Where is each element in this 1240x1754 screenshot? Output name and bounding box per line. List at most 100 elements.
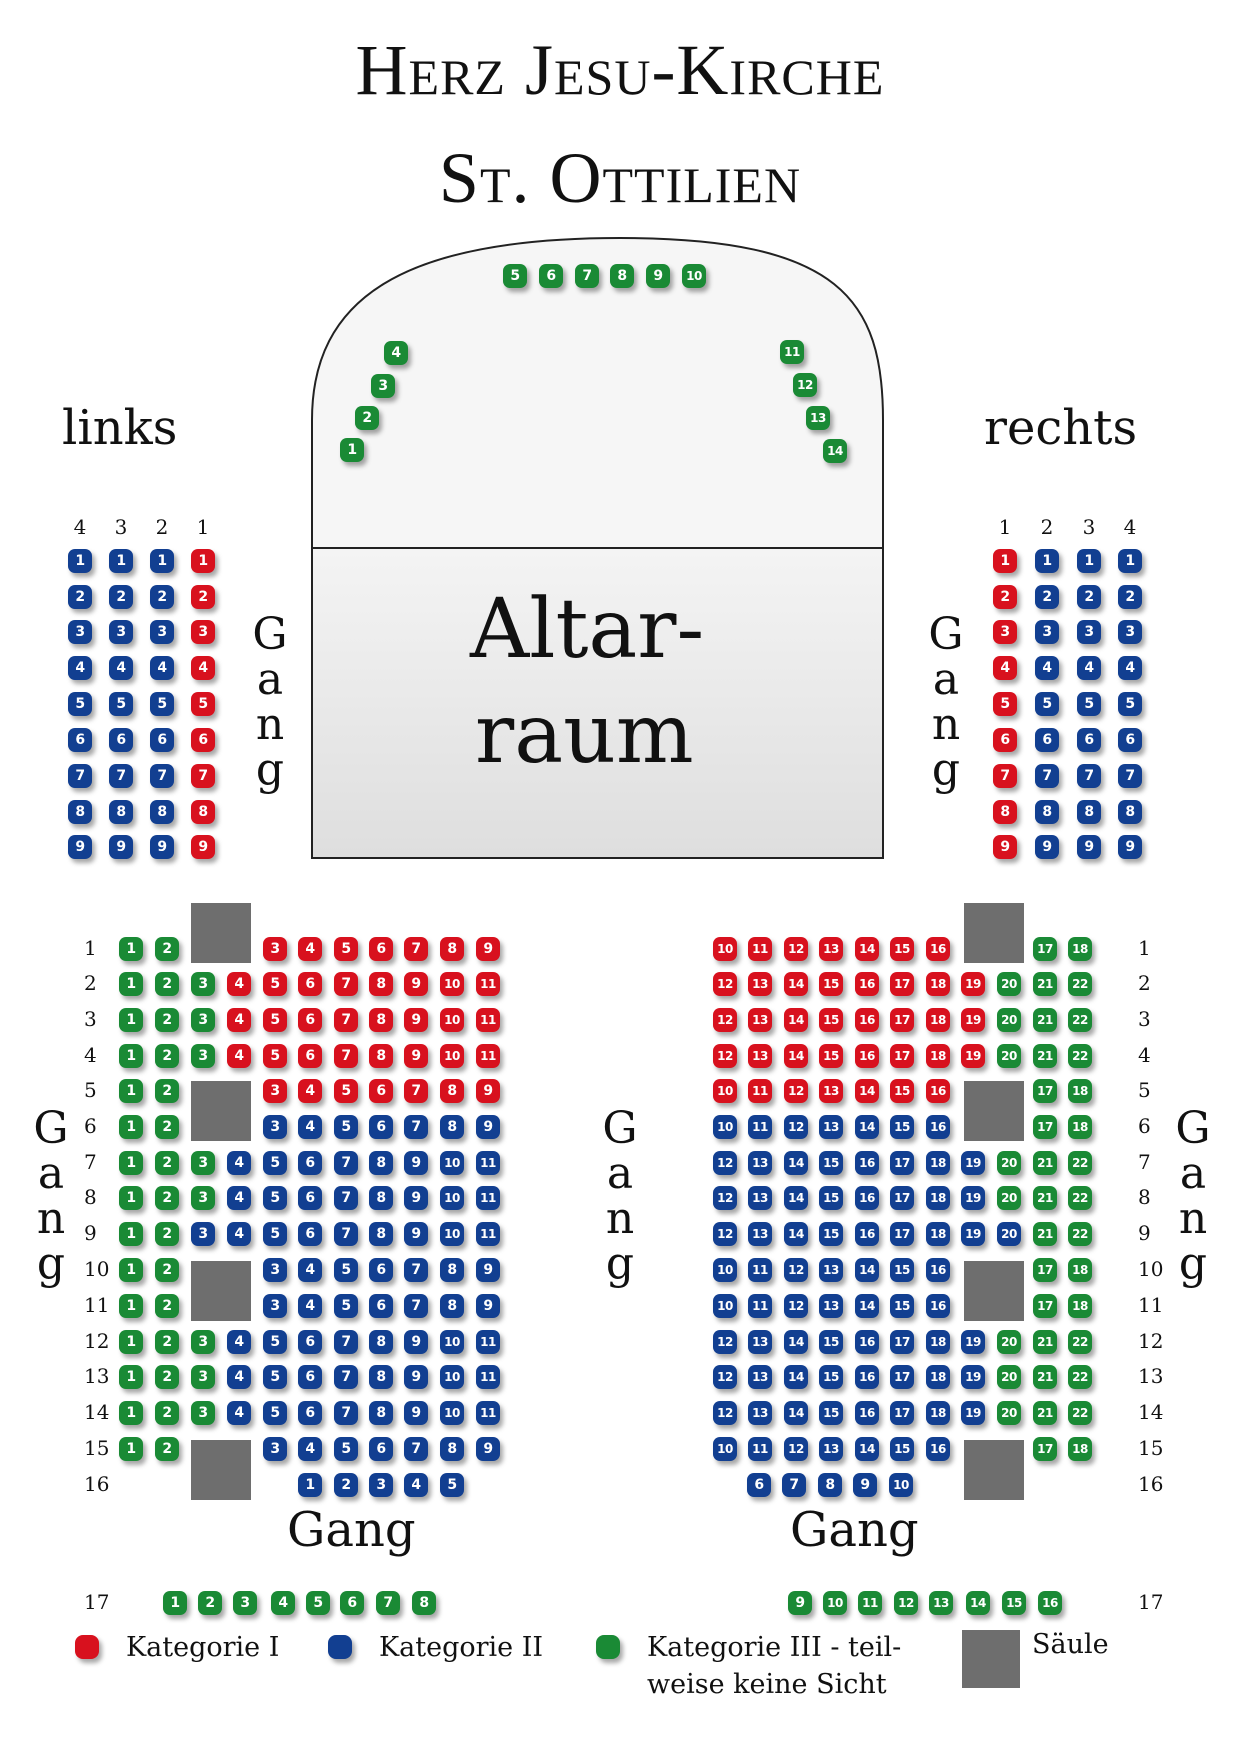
nave-seat-right[interactable]: 14 — [784, 1008, 808, 1032]
nave-seat-right[interactable]: 11 — [748, 1079, 772, 1103]
nave-seat-left[interactable]: 2 — [155, 1222, 179, 1246]
nave-seat-left[interactable]: 2 — [155, 1330, 179, 1354]
side-seat-rechts[interactable]: 5 — [1118, 692, 1142, 716]
nave-seat-left[interactable]: 3 — [191, 1401, 215, 1425]
nave-seat-left[interactable]: 9 — [404, 1222, 428, 1246]
nave-seat-right[interactable]: 13 — [748, 1008, 772, 1032]
side-seat-rechts[interactable]: 5 — [1077, 692, 1101, 716]
apse-seat[interactable]: 4 — [384, 341, 408, 365]
nave-seat-left[interactable]: 1 — [119, 1294, 143, 1318]
nave-seat-left[interactable]: 8 — [412, 1591, 436, 1615]
nave-seat-left[interactable]: 7 — [404, 1115, 428, 1139]
apse-seat[interactable]: 8 — [610, 264, 634, 288]
side-seat-links[interactable]: 2 — [191, 585, 215, 609]
nave-seat-right[interactable]: 13 — [748, 1401, 772, 1425]
nave-seat-left[interactable]: 9 — [476, 1115, 500, 1139]
side-seat-links[interactable]: 9 — [150, 835, 174, 859]
nave-seat-right[interactable]: 13 — [748, 1222, 772, 1246]
side-seat-links[interactable]: 7 — [150, 764, 174, 788]
nave-seat-left[interactable]: 6 — [298, 1222, 322, 1246]
side-seat-rechts[interactable]: 4 — [993, 656, 1017, 680]
nave-seat-right[interactable]: 14 — [784, 1365, 808, 1389]
nave-seat-left[interactable]: 7 — [404, 1294, 428, 1318]
nave-seat-left[interactable]: 1 — [119, 1115, 143, 1139]
side-seat-links[interactable]: 3 — [191, 620, 215, 644]
nave-seat-left[interactable]: 10 — [440, 1186, 464, 1210]
nave-seat-right[interactable]: 14 — [784, 1401, 808, 1425]
nave-seat-right[interactable]: 14 — [966, 1591, 990, 1615]
side-seat-rechts[interactable]: 3 — [1035, 620, 1059, 644]
nave-seat-left[interactable]: 4 — [404, 1473, 428, 1497]
nave-seat-left[interactable]: 2 — [155, 1365, 179, 1389]
nave-seat-right[interactable]: 18 — [926, 1008, 950, 1032]
nave-seat-left[interactable]: 4 — [227, 972, 251, 996]
nave-seat-right[interactable]: 14 — [855, 1115, 879, 1139]
nave-seat-right[interactable]: 17 — [890, 1008, 914, 1032]
nave-seat-right[interactable]: 10 — [713, 1258, 737, 1282]
nave-seat-left[interactable]: 6 — [369, 1115, 393, 1139]
nave-seat-left[interactable]: 3 — [263, 1079, 287, 1103]
nave-seat-left[interactable]: 2 — [155, 1151, 179, 1175]
nave-seat-left[interactable]: 8 — [440, 1115, 464, 1139]
nave-seat-left[interactable]: 1 — [119, 937, 143, 961]
side-seat-rechts[interactable]: 8 — [993, 800, 1017, 824]
nave-seat-left[interactable]: 8 — [369, 1222, 393, 1246]
nave-seat-left[interactable]: 6 — [298, 1008, 322, 1032]
side-seat-links[interactable]: 9 — [68, 835, 92, 859]
side-seat-rechts[interactable]: 6 — [1118, 728, 1142, 752]
nave-seat-right[interactable]: 18 — [1068, 1115, 1092, 1139]
nave-seat-right[interactable]: 14 — [855, 1258, 879, 1282]
nave-seat-right[interactable]: 19 — [961, 1365, 985, 1389]
apse-seat[interactable]: 5 — [503, 264, 527, 288]
nave-seat-left[interactable]: 1 — [119, 1008, 143, 1032]
nave-seat-right[interactable]: 21 — [1033, 972, 1057, 996]
nave-seat-left[interactable]: 5 — [263, 1151, 287, 1175]
side-seat-links[interactable]: 3 — [68, 620, 92, 644]
nave-seat-left[interactable]: 7 — [404, 937, 428, 961]
nave-seat-right[interactable]: 16 — [855, 1330, 879, 1354]
nave-seat-left[interactable]: 2 — [155, 1437, 179, 1461]
nave-seat-right[interactable]: 17 — [1033, 1437, 1057, 1461]
nave-seat-left[interactable]: 2 — [155, 937, 179, 961]
side-seat-rechts[interactable]: 2 — [993, 585, 1017, 609]
nave-seat-left[interactable]: 9 — [476, 1294, 500, 1318]
nave-seat-left[interactable]: 4 — [298, 1294, 322, 1318]
nave-seat-left[interactable]: 5 — [263, 1330, 287, 1354]
nave-seat-left[interactable]: 7 — [334, 1044, 358, 1068]
apse-seat[interactable]: 10 — [682, 264, 706, 288]
nave-seat-left[interactable]: 8 — [369, 1365, 393, 1389]
side-seat-rechts[interactable]: 3 — [1077, 620, 1101, 644]
nave-seat-left[interactable]: 6 — [298, 1365, 322, 1389]
nave-seat-right[interactable]: 13 — [748, 1330, 772, 1354]
nave-seat-left[interactable]: 8 — [440, 1079, 464, 1103]
nave-seat-left[interactable]: 3 — [263, 937, 287, 961]
nave-seat-right[interactable]: 15 — [819, 1044, 843, 1068]
nave-seat-left[interactable]: 5 — [263, 1222, 287, 1246]
nave-seat-left[interactable]: 7 — [334, 1151, 358, 1175]
side-seat-links[interactable]: 4 — [191, 656, 215, 680]
nave-seat-right[interactable]: 12 — [713, 1222, 737, 1246]
side-seat-links[interactable]: 4 — [109, 656, 133, 680]
nave-seat-left[interactable]: 6 — [298, 1330, 322, 1354]
nave-seat-left[interactable]: 4 — [227, 1330, 251, 1354]
nave-seat-right[interactable]: 18 — [926, 972, 950, 996]
nave-seat-right[interactable]: 16 — [855, 1008, 879, 1032]
side-seat-links[interactable]: 6 — [68, 728, 92, 752]
apse-seat[interactable]: 2 — [355, 406, 379, 430]
nave-seat-left[interactable]: 5 — [334, 937, 358, 961]
nave-seat-left[interactable]: 11 — [476, 1044, 500, 1068]
nave-seat-left[interactable]: 8 — [440, 937, 464, 961]
nave-seat-left[interactable]: 8 — [369, 1401, 393, 1425]
nave-seat-right[interactable]: 15 — [1002, 1591, 1026, 1615]
nave-seat-right[interactable]: 12 — [713, 1365, 737, 1389]
nave-seat-right[interactable]: 11 — [858, 1591, 882, 1615]
nave-seat-right[interactable]: 6 — [747, 1473, 771, 1497]
nave-seat-right[interactable]: 21 — [1033, 1330, 1057, 1354]
nave-seat-right[interactable]: 13 — [748, 1365, 772, 1389]
nave-seat-right[interactable]: 21 — [1033, 1186, 1057, 1210]
nave-seat-left[interactable]: 3 — [263, 1437, 287, 1461]
side-seat-rechts[interactable]: 4 — [1118, 656, 1142, 680]
side-seat-rechts[interactable]: 5 — [1035, 692, 1059, 716]
side-seat-rechts[interactable]: 1 — [1035, 549, 1059, 573]
nave-seat-right[interactable]: 12 — [713, 1008, 737, 1032]
